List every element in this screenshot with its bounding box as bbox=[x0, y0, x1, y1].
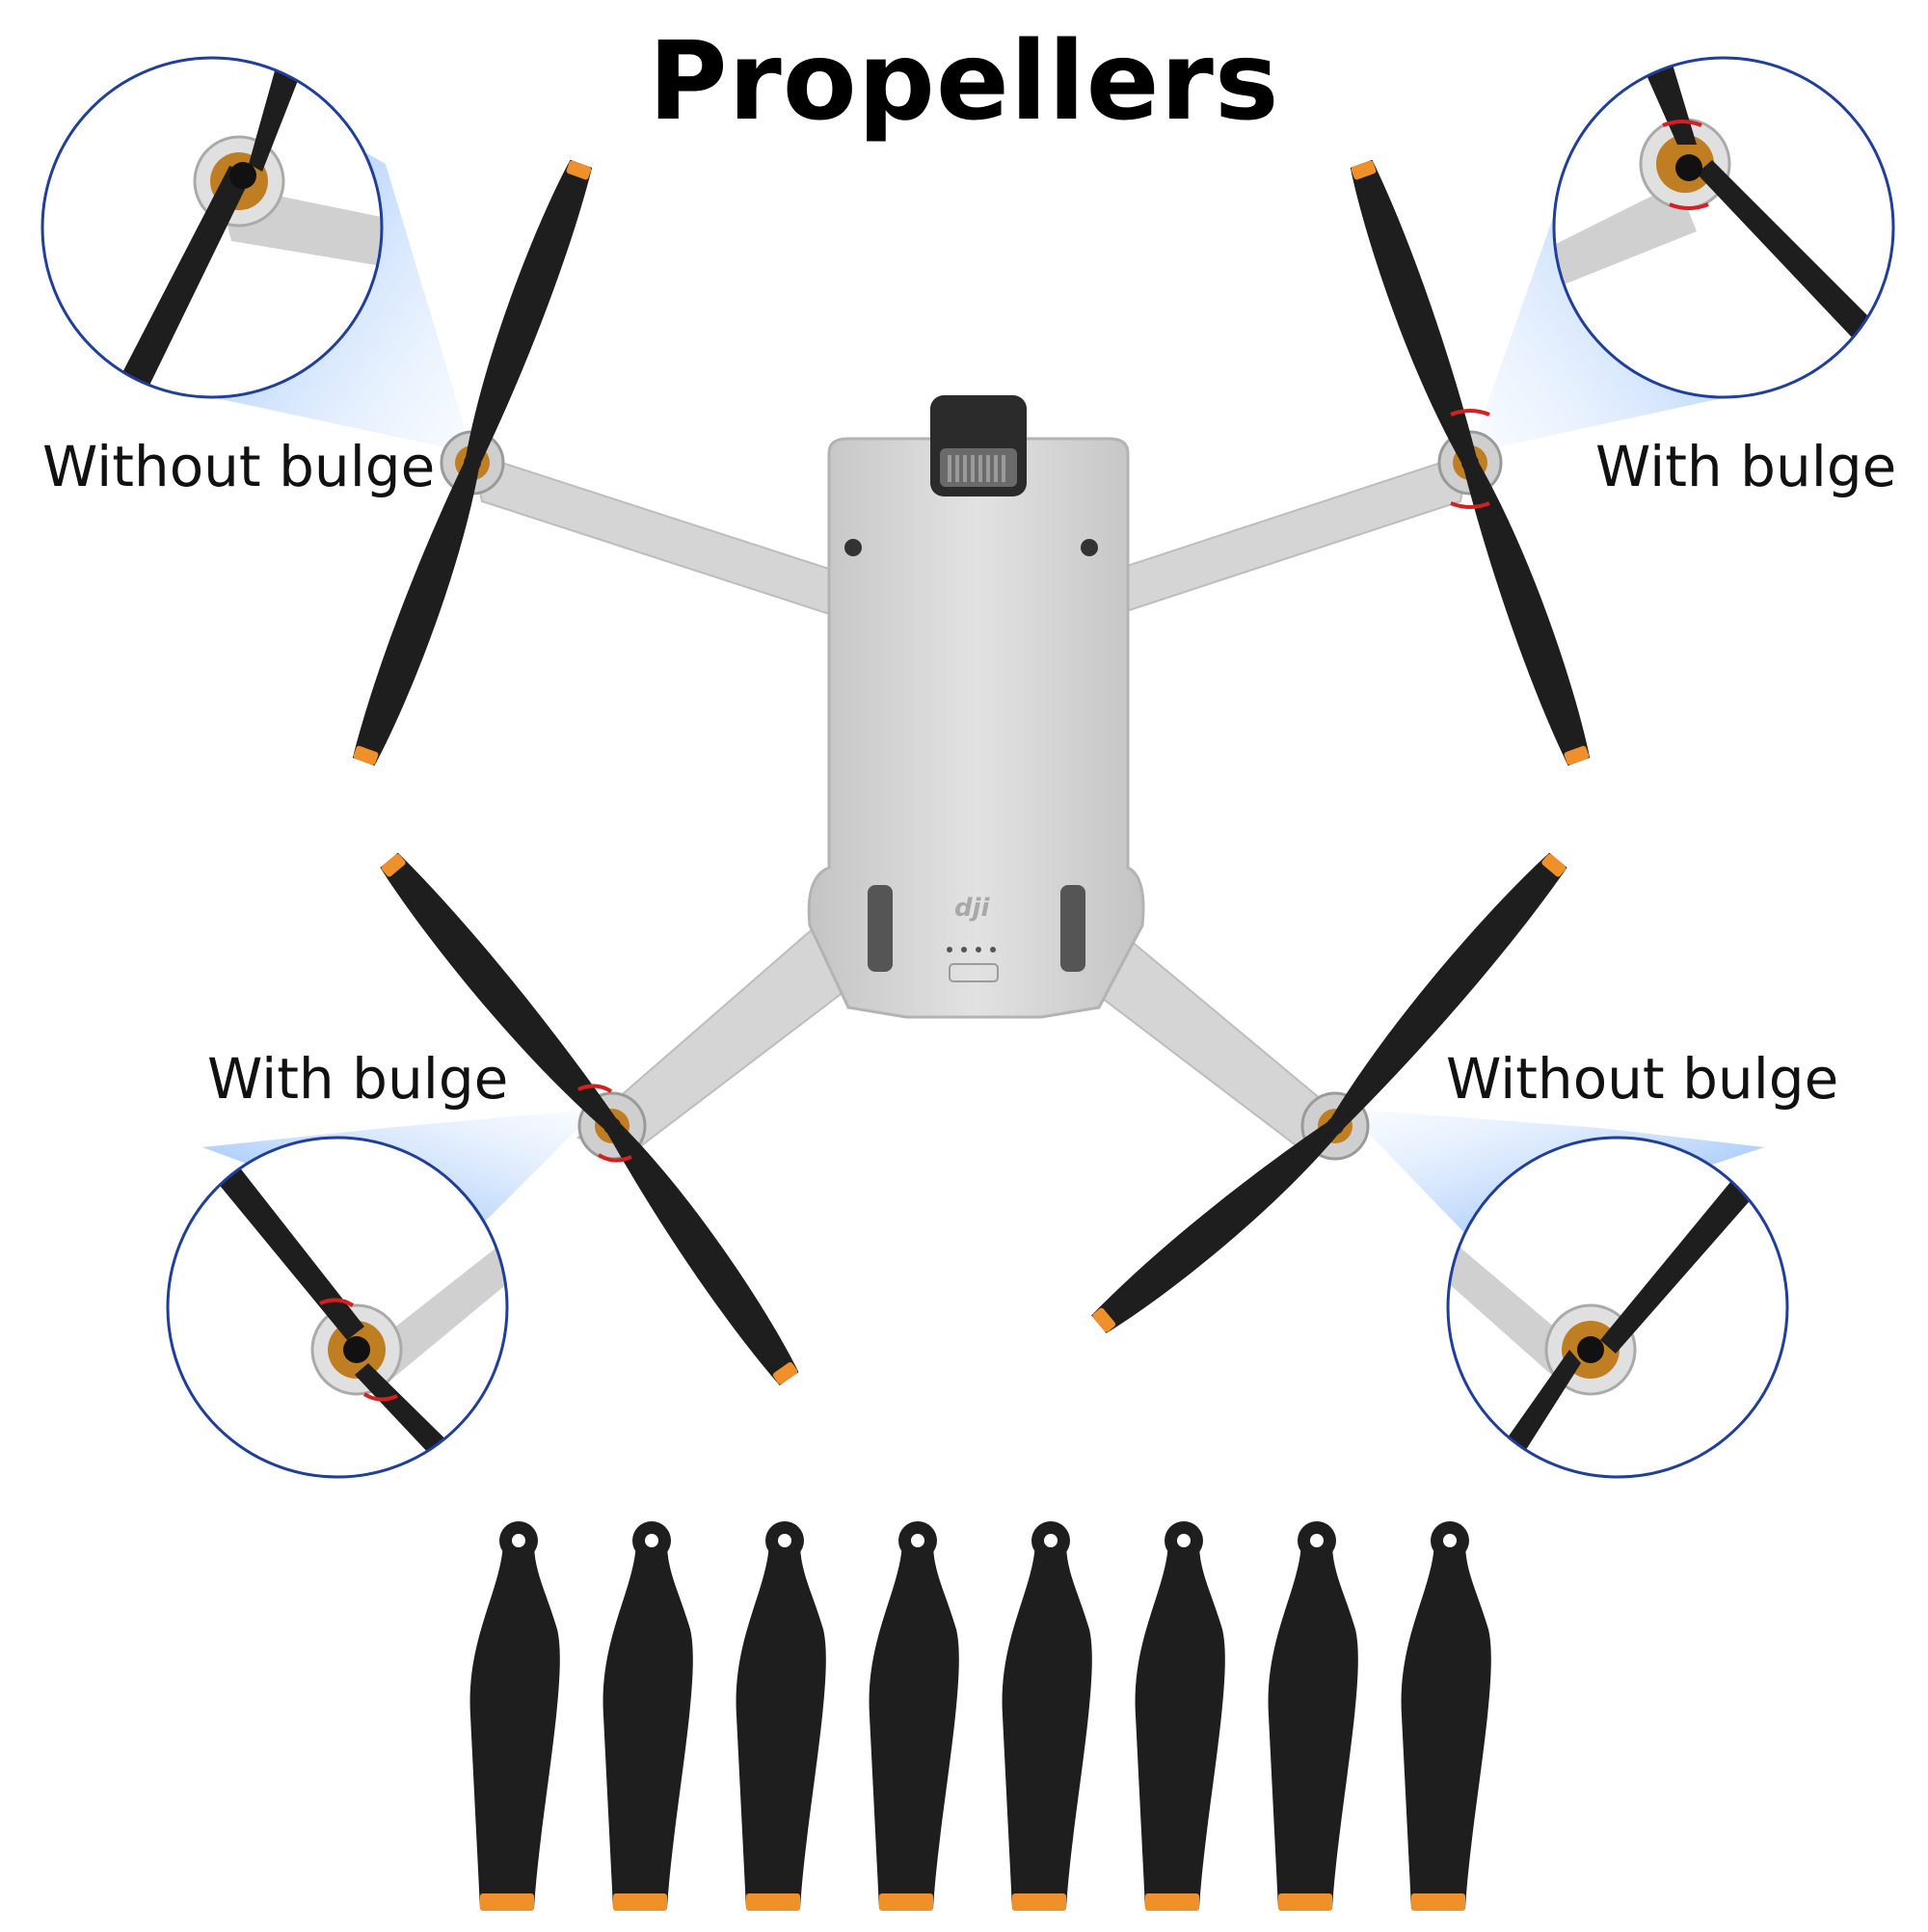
loose-propeller-3 bbox=[736, 1521, 826, 1911]
zoom-circle-top-right bbox=[1552, 56, 1895, 399]
blade-bottom-left-upper bbox=[380, 852, 619, 1132]
bulge-markers bbox=[577, 409, 1490, 1163]
loose-propeller-row bbox=[469, 1521, 1491, 1911]
zoom-circle-top-left bbox=[40, 56, 384, 399]
loose-propeller-6 bbox=[1135, 1521, 1225, 1911]
blade-bottom-left-lower bbox=[605, 1121, 799, 1386]
label-bottom-right: Without bulge bbox=[1446, 1046, 1839, 1112]
loose-propeller-5 bbox=[1002, 1521, 1092, 1911]
zoom-circle-bottom-right bbox=[1446, 1136, 1789, 1479]
loose-propeller-1 bbox=[469, 1521, 560, 1911]
loose-propeller-7 bbox=[1268, 1521, 1358, 1911]
loose-propeller-8 bbox=[1401, 1521, 1491, 1911]
label-top-right: With bulge bbox=[1595, 434, 1897, 499]
blade-top-right-upper bbox=[1350, 159, 1478, 466]
blade-top-left-lower bbox=[352, 460, 480, 766]
loose-propeller-4 bbox=[869, 1521, 959, 1911]
dji-logo: dji bbox=[954, 894, 991, 923]
blade-top-right-lower bbox=[1462, 460, 1591, 766]
page-title: Propellers bbox=[648, 19, 1280, 145]
drone-body: dji bbox=[807, 395, 1145, 1019]
label-top-left: Without bulge bbox=[42, 434, 436, 499]
zoom-circle-bottom-left bbox=[166, 1136, 509, 1479]
blade-top-left-upper bbox=[465, 159, 593, 466]
loose-propeller-2 bbox=[602, 1521, 693, 1911]
blade-bottom-right-lower bbox=[1091, 1119, 1341, 1333]
blade-bottom-right-upper bbox=[1328, 852, 1567, 1132]
label-bottom-left: With bulge bbox=[207, 1046, 509, 1112]
mounted-propellers bbox=[352, 159, 1591, 1386]
